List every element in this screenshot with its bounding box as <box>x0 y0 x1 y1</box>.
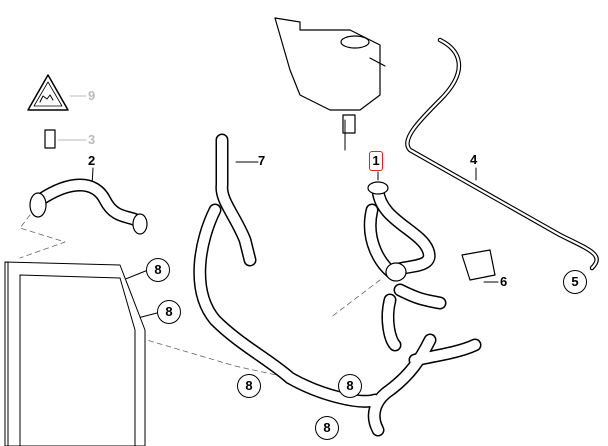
callout-8[interactable]: 8 <box>237 374 261 398</box>
callout-2[interactable]: 2 <box>88 153 96 168</box>
warning-triangle-icon <box>27 74 69 111</box>
callout-8[interactable]: 8 <box>315 416 339 440</box>
dashed-leaders <box>19 214 381 379</box>
callout-6[interactable]: 6 <box>500 274 508 289</box>
clamps <box>29 129 496 282</box>
expansion-tank <box>274 17 386 134</box>
callout-8[interactable]: 8 <box>146 258 170 282</box>
callout-4[interactable]: 4 <box>470 152 478 167</box>
callout-1-highlighted[interactable]: 1 <box>369 151 383 171</box>
radiator <box>4 261 146 446</box>
callout-8[interactable]: 8 <box>157 300 181 324</box>
callout-5[interactable]: 5 <box>563 270 587 294</box>
callout-7[interactable]: 7 <box>258 153 266 168</box>
callout-9[interactable]: 9 <box>88 88 96 103</box>
callout-8[interactable]: 8 <box>338 374 362 398</box>
callout-3[interactable]: 3 <box>88 132 96 147</box>
